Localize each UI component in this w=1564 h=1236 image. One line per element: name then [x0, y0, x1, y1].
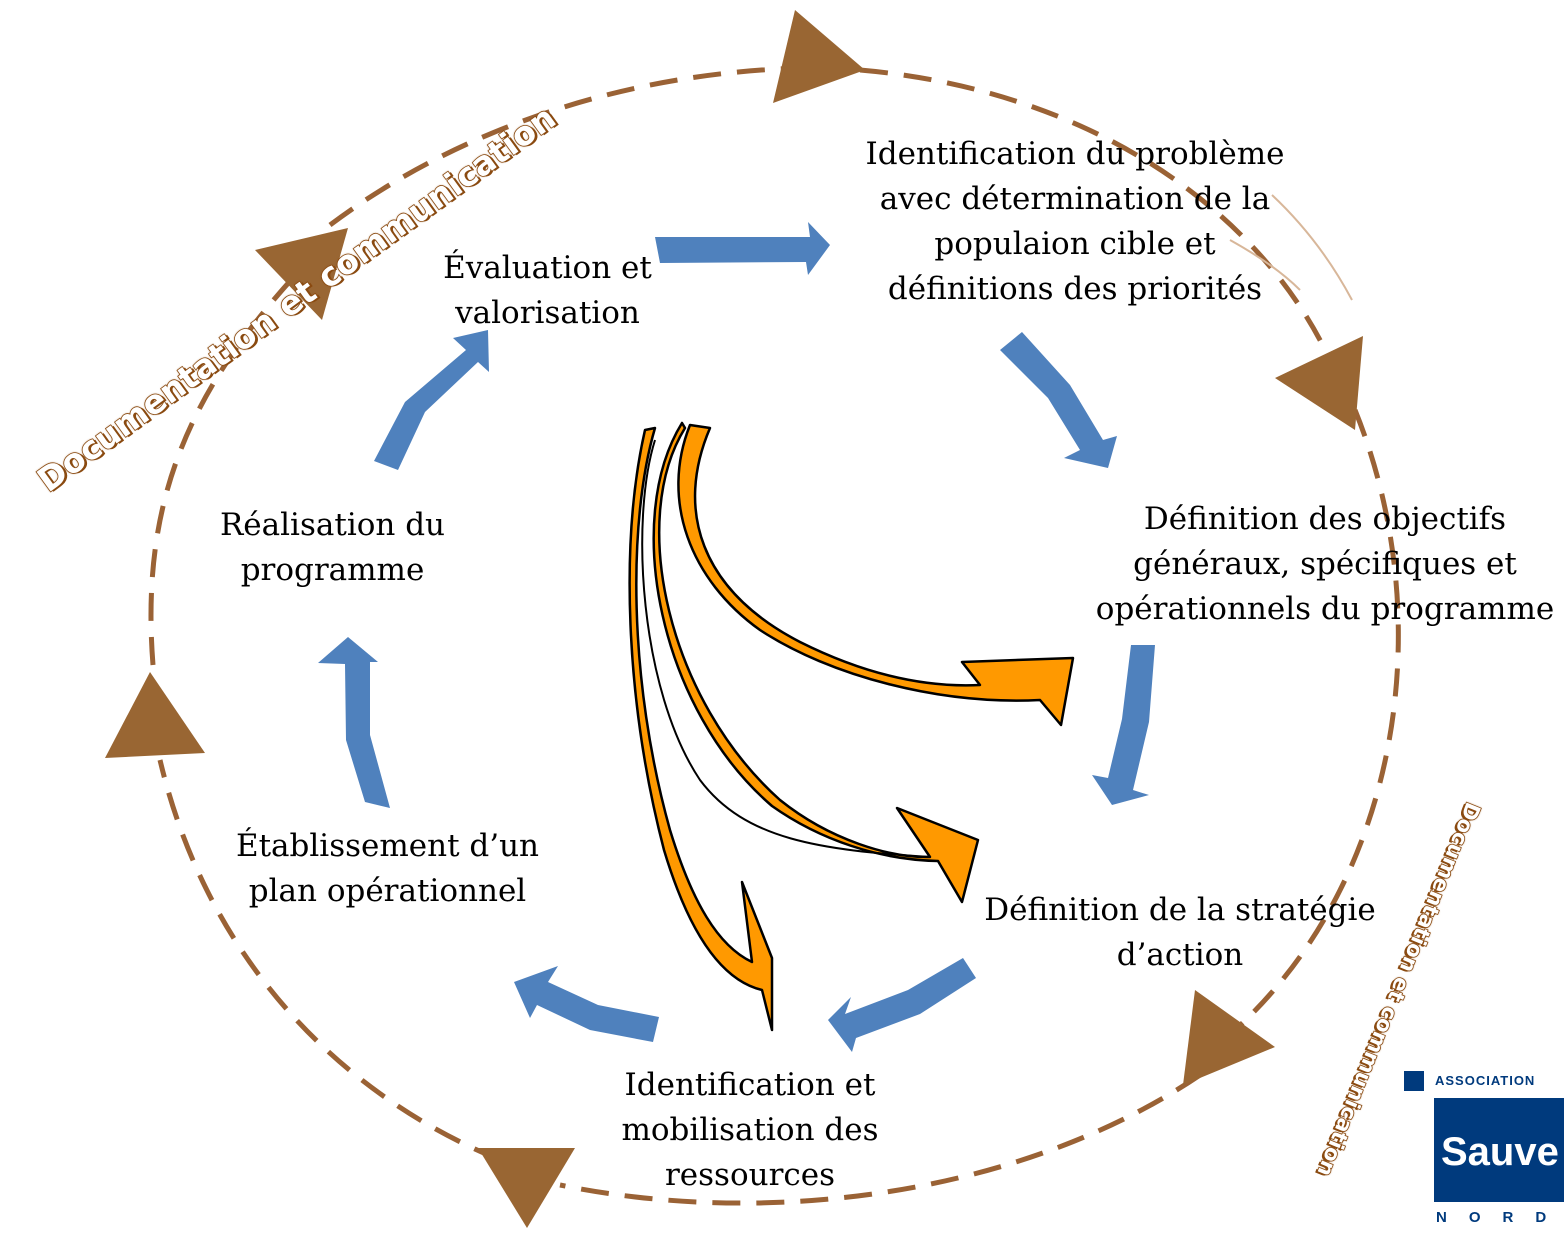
stage-plan-label: Établissement d’un plan opérationnel [235, 828, 540, 909]
association-logo: ASSOCIATION Sauve NORD [1402, 1068, 1564, 1231]
triangle-arrow-top [773, 10, 865, 103]
logo-association-text: ASSOCIATION [1435, 1073, 1536, 1088]
cycle-arrow-realisation-to-evaluation [374, 330, 489, 470]
cycle-arrow-ressources-to-plan [514, 966, 659, 1042]
dashed-loop-arc-right [1233, 409, 1401, 1032]
cycle-arrow-plan-to-realisation [318, 637, 390, 808]
orange-arrows [628, 421, 1075, 1032]
decorative-strokes [1229, 194, 1353, 301]
orange-arrow-to-strategie [652, 421, 980, 904]
cycle-arrow-strategie-to-ressources [828, 958, 976, 1052]
orange-arrow-to-objectifs [677, 423, 1075, 727]
dashed-loop-arc-top-right [859, 67, 1333, 362]
cycle-arrow-identification-to-objectifs [1000, 332, 1117, 468]
orange-arrow-to-ressources [628, 426, 774, 1032]
stage-strategie-label: Définition de la stratégie d’action [984, 892, 1376, 973]
decorative-stroke-2 [1229, 239, 1301, 291]
dashed-loop-arc-top [328, 65, 821, 228]
triangle-arrow-left [105, 672, 205, 758]
dashed-loop-triangles [105, 10, 1363, 1228]
triangle-arrow-bottom-right [1183, 990, 1275, 1085]
stage-identification-label: Identification du problème avec détermin… [865, 136, 1285, 307]
logo-region-text: NORD [1436, 1209, 1564, 1226]
stage-evaluation-label: Évaluation et valorisation [443, 250, 652, 331]
stage-ressources-label: Identification et mobilisation des resso… [621, 1067, 879, 1193]
dashed-loop-arc-bottom-right [559, 1072, 1202, 1206]
triangle-arrow-top-left [255, 228, 348, 320]
logo-square-icon [1404, 1071, 1424, 1091]
stage-realisation-label: Réalisation du programme [219, 507, 446, 588]
logo-name-text: Sauve [1441, 1130, 1559, 1174]
dashed-loop-arc-bottom-left [157, 759, 501, 1163]
cycle-arrow-evaluation-to-identification [655, 222, 830, 275]
decorative-stroke-1 [1271, 194, 1353, 301]
inner-cycle-arrows [318, 222, 1155, 1052]
triangle-arrow-right [1275, 336, 1363, 430]
triangle-arrow-bottom [478, 1148, 575, 1228]
dashed-loop-arc-left [148, 268, 302, 666]
stage-objectifs-label: Définition des objectifs généraux, spéci… [1095, 501, 1555, 627]
dashed-loop [148, 65, 1401, 1206]
cycle-arrow-objectifs-to-strategie [1092, 645, 1155, 805]
orange-arrow-thin-stroke [641, 439, 931, 858]
logo-blue-block [1434, 1098, 1564, 1202]
